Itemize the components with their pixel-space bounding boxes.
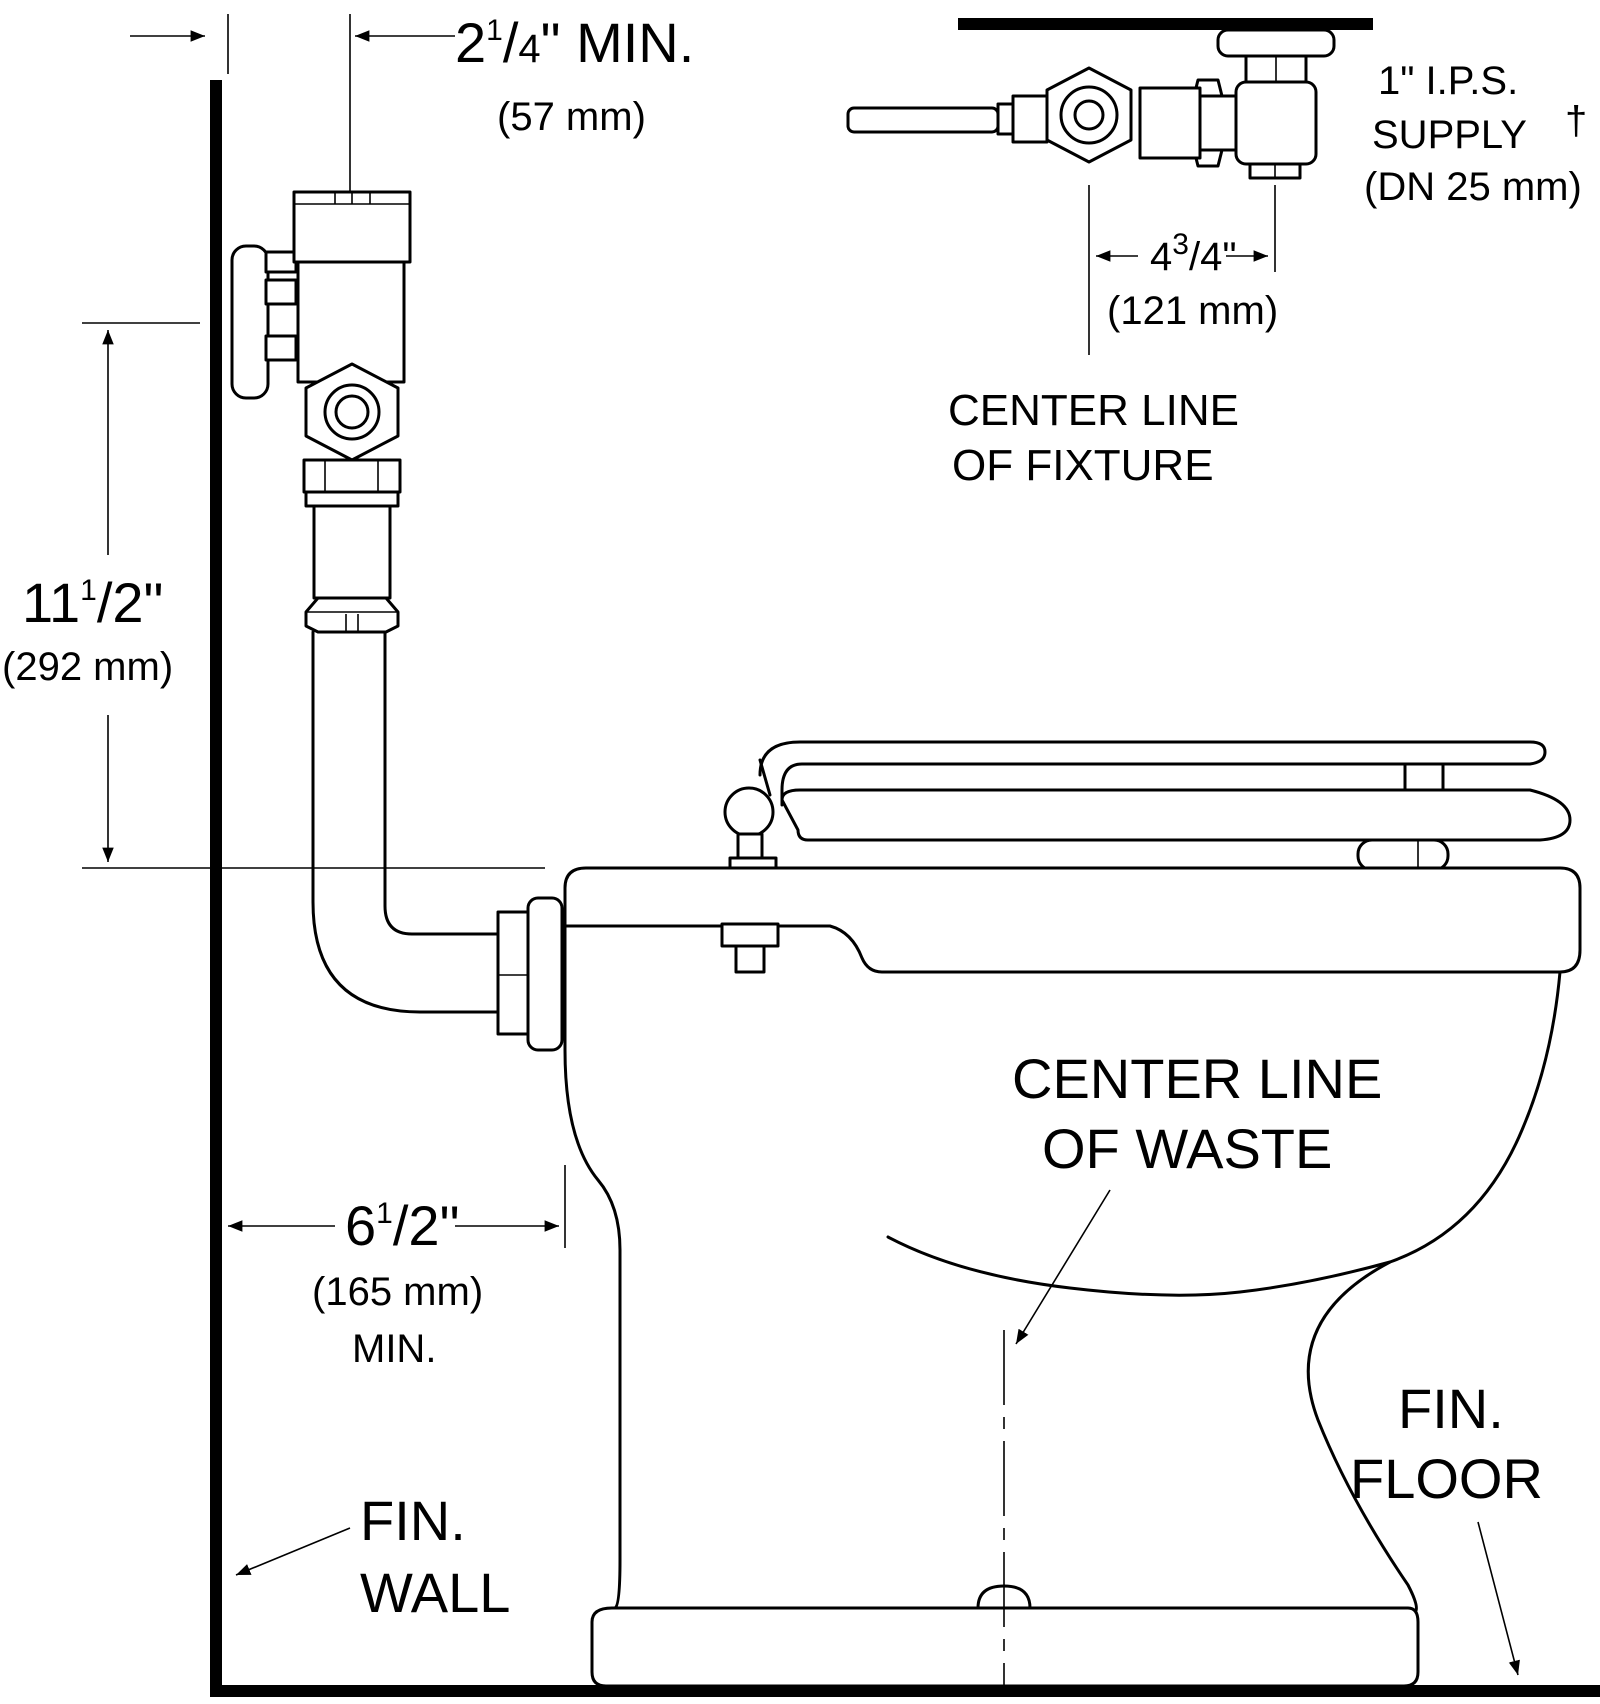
spud-coupling (496, 896, 564, 1052)
flush-valve-side-view (230, 190, 412, 634)
supply-pipe-size: 1" I.P.S. (1378, 59, 1518, 103)
flush-pipe (311, 630, 502, 1014)
centerline-fixture-line1: CENTER LINE (948, 386, 1239, 435)
valve-height-dimension: 111/2" (22, 571, 163, 634)
finished-wall (210, 80, 222, 1695)
supply-setback-metric: (57 mm) (497, 95, 646, 139)
valve-centerline-metric: (121 mm) (1107, 289, 1278, 333)
dim-supply-setback (130, 14, 455, 192)
valve-centerline-dimension: 43/4" (1150, 228, 1237, 279)
valve-height-metric: (292 mm) (2, 645, 173, 689)
supply-pipe-metric: (DN 25 mm) (1364, 165, 1582, 209)
supply-pipe-dagger: † (1565, 99, 1587, 143)
offset-dimension: 61/2" (345, 1194, 459, 1257)
dim-valve-centerline (1088, 185, 1276, 355)
fin-floor-line2: FLOOR (1350, 1447, 1543, 1510)
offset-metric: (165 mm) (312, 1270, 483, 1314)
offset-min-note: MIN. (352, 1327, 436, 1371)
fin-floor-line1: FIN. (1398, 1377, 1504, 1440)
supply-pipe-label: SUPPLY (1372, 113, 1527, 157)
supply-setback-dimension: 21/4" MIN. (455, 11, 694, 74)
centerline-waste-line1: CENTER LINE (1012, 1047, 1382, 1110)
fin-wall-line2: WALL (360, 1561, 510, 1624)
dim-valve-height (82, 322, 545, 869)
toilet-bowl (563, 740, 1582, 1688)
flush-valve-top-view (846, 18, 1373, 180)
leader-fin-floor (1477, 1521, 1520, 1676)
finished-floor (210, 1685, 1600, 1697)
dim-offset (228, 1165, 566, 1248)
fin-wall-line1: FIN. (360, 1489, 466, 1552)
centerline-waste-line2: OF WASTE (1042, 1117, 1332, 1180)
centerline-fixture-line2: OF FIXTURE (952, 441, 1214, 490)
leader-fin-wall (235, 1527, 351, 1576)
leader-waste-centerline (1015, 1189, 1111, 1345)
